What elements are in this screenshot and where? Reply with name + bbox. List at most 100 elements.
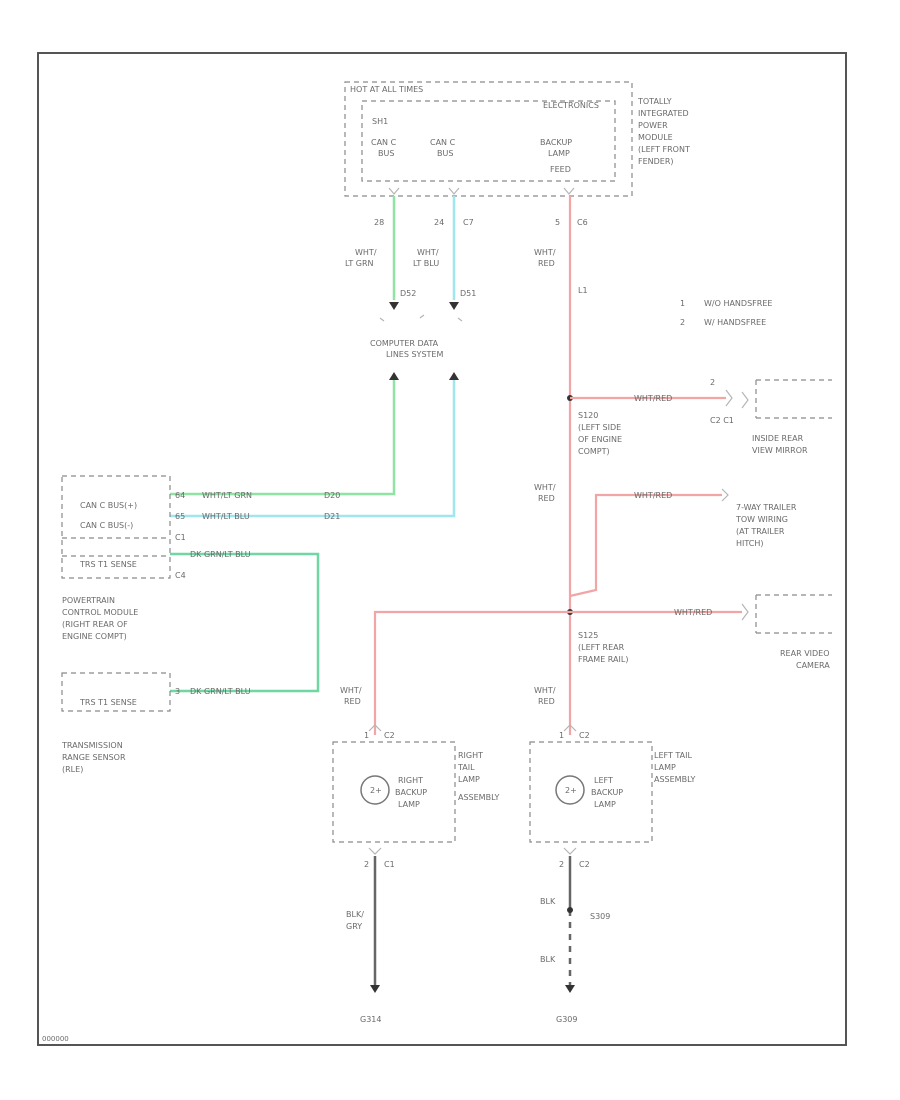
d51: D51 (460, 289, 476, 298)
rt-assy-1: RIGHT (458, 751, 483, 760)
trs-wire1: DK GRN/LT BLU (190, 550, 251, 559)
tipm-module: HOT AT ALL TIMES ELECTRONICS SH1 CAN C B… (344, 81, 690, 227)
lt-bot-conn: C2 (579, 860, 590, 869)
rt-gnd-wire-b: GRY (346, 922, 362, 931)
s120-4: COMPT) (578, 447, 610, 456)
left-w-a: WHT/ (534, 686, 556, 695)
rt-bot-conn: C1 (384, 860, 395, 869)
mid-w-b: RED (538, 494, 555, 503)
rt-lamp-1: RIGHT (398, 776, 423, 785)
pcm-label-1: POWERTRAIN (62, 596, 115, 605)
wire-lt-blu-pcm (170, 380, 456, 518)
mirror-label-2: VIEW MIRROR (752, 446, 808, 455)
rt-bulb-mark: 2+ (370, 786, 382, 795)
lt-bulb-mark: 2+ (565, 786, 577, 795)
pcm-pin3-conn: C4 (175, 571, 186, 580)
tipm-label-1: TOTALLY (637, 97, 672, 106)
ground-g314: G314 (360, 1015, 381, 1024)
backup-2: LAMP (548, 149, 570, 158)
trs-label-3: (RLE) (62, 765, 83, 774)
lt-lamp-2: BACKUP (591, 788, 623, 797)
lt-lamp-3: LAMP (594, 800, 616, 809)
lt-gnd-wire-1: BLK (540, 897, 556, 906)
trailer-label-2: TOW WIRING (735, 515, 788, 524)
right-w-a: WHT/ (340, 686, 362, 695)
right-w-b: RED (344, 697, 361, 706)
mirror-conn: C2 C1 (710, 416, 734, 425)
lt-assy-1: LEFT TAIL (654, 751, 693, 760)
tipm-label-2: INTEGRATED (638, 109, 689, 118)
pcm-row1: CAN C BUS(+) (80, 501, 137, 510)
dlc-label-2: LINES SYSTEM (386, 350, 443, 359)
backup-1: BACKUP (540, 138, 572, 147)
hot-label: HOT AT ALL TIMES (350, 85, 423, 94)
dlc-label-1: COMPUTER DATA (370, 339, 439, 348)
tipm-label-6: FENDER) (638, 157, 674, 166)
can-c-1b: BUS (378, 149, 394, 158)
rt-top-conn: C2 (384, 731, 395, 740)
tipm-ckt: SH1 (372, 117, 388, 126)
lt-bot-pin: 2 (559, 860, 564, 869)
pcm-label-4: ENGINE COMPT) (62, 632, 127, 641)
can-c-2: CAN C (430, 138, 456, 147)
trailer-label-3: (AT TRAILER (736, 527, 785, 536)
arrow-dlc-grn (389, 372, 399, 380)
trs-row: TRS T1 SENSE (79, 698, 137, 707)
backup-3: FEED (550, 165, 571, 174)
rt-top-pin: 1 (364, 731, 369, 740)
can-c-2b: BUS (437, 149, 453, 158)
can-c-1: CAN C (371, 138, 397, 147)
d52: D52 (400, 289, 416, 298)
w1-b: LT GRN (345, 259, 374, 268)
pcm-conn: C1 (175, 533, 186, 542)
rt-lamp-2: BACKUP (395, 788, 427, 797)
rt-gnd-wire-a: BLK/ (346, 910, 364, 919)
s125-2: (LEFT REAR (578, 643, 625, 652)
arrow-d51 (449, 302, 459, 310)
pcm-label-3: (RIGHT REAR OF (62, 620, 128, 629)
wire-trs (170, 552, 320, 693)
ground-g309: G309 (556, 1015, 577, 1024)
diagram-frame (37, 52, 847, 1046)
lt-lamp-1: LEFT (594, 776, 613, 785)
arrow-dlc-blu (449, 372, 459, 380)
trailer-label-1: 7-WAY TRAILER (736, 503, 797, 512)
s120-2: (LEFT SIDE (578, 423, 621, 432)
splice-s309 (567, 907, 573, 913)
pcm-pin1: 64 (175, 491, 185, 500)
rt-bulb (360, 775, 390, 805)
left-tail-lamp: 1 C2 2+ LEFT BACKUP LAMP LEFT TAIL LAMP … (529, 724, 695, 869)
mirror-pins: 2 (710, 378, 715, 387)
pin-24: 24 (434, 218, 444, 227)
pcm-wire2: WHT/LT BLU (202, 512, 250, 521)
trs-label-1: TRANSMISSION (61, 741, 123, 750)
w3-b: RED (538, 259, 555, 268)
rt-bot-pin: 2 (364, 860, 369, 869)
legend-text-1: W/O HANDSFREE (704, 299, 772, 308)
trs-pin: 3 (175, 687, 180, 696)
ground-g314-arrow (370, 985, 380, 993)
wire-red-right-tail (373, 610, 570, 735)
wire-red-trailer (569, 493, 722, 598)
tipm-label-5: (LEFT FRONT (638, 145, 690, 154)
camera-label-1: REAR VIDEO (780, 649, 830, 658)
pcm-wire1-code: D20 (324, 491, 340, 500)
w2-b: LT BLU (413, 259, 439, 268)
w3-a: WHT/ (534, 248, 556, 257)
arrow-d52 (389, 302, 399, 310)
pcm-wire1: WHT/LT GRN (202, 491, 252, 500)
s120-1: S120 (578, 411, 598, 420)
pin-5: 5 (555, 218, 560, 227)
s125-1: S125 (578, 631, 598, 640)
rt-lamp-3: LAMP (398, 800, 420, 809)
s125-3: FRAME RAIL) (578, 655, 628, 664)
pin-28: 28 (374, 218, 384, 227)
pcm-module: CAN C BUS(+) CAN C BUS(-) TRS T1 SENSE 6… (61, 475, 186, 641)
tipm-label-4: MODULE (638, 133, 673, 142)
w2-a: WHT/ (417, 248, 439, 257)
pcm-row3: TRS T1 SENSE (79, 560, 137, 569)
pin-24-conn: C7 (463, 218, 474, 227)
mid-w-a: WHT/ (534, 483, 556, 492)
pin-5-conn: C6 (577, 218, 588, 227)
pcm-label-2: CONTROL MODULE (62, 608, 138, 617)
